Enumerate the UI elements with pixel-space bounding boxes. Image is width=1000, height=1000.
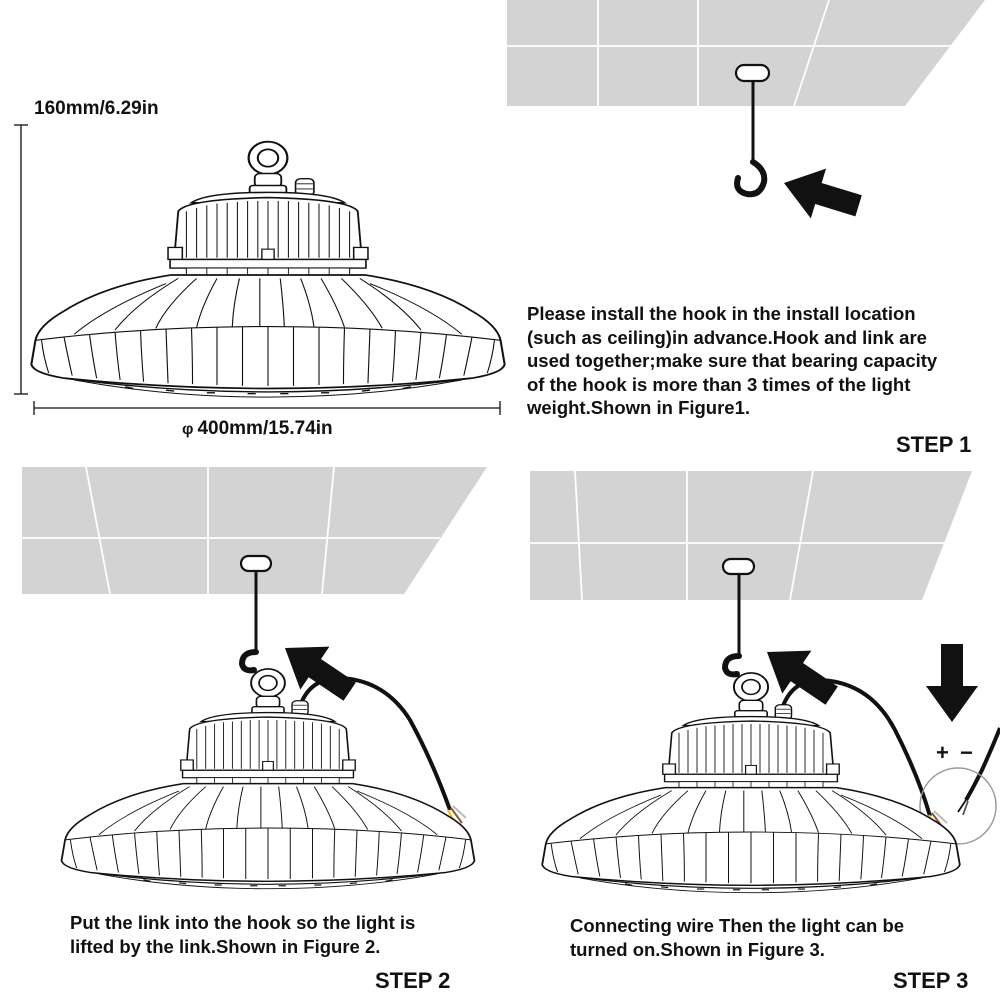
dimension-figure: [14, 124, 506, 415]
step2-label: STEP 2: [375, 968, 451, 993]
step3-figure: [530, 470, 1000, 894]
hook-icon: [734, 81, 768, 198]
step1-label: STEP 1: [896, 432, 972, 457]
arrow-icon: [776, 158, 867, 231]
arrow-icon: [270, 626, 365, 714]
polarity-plus-label: +: [936, 740, 949, 765]
instruction-line: weight.Shown in Figure1.: [527, 397, 751, 418]
light-fixture-dimension: [30, 140, 506, 399]
instruction-line: used together;make sure that bearing cap…: [527, 350, 938, 371]
step1-figure: [507, 0, 985, 231]
light-fixture: [541, 671, 961, 894]
ceiling-mount: [239, 554, 273, 573]
ceiling-panel: [22, 467, 487, 594]
polarity-minus-label: −: [960, 740, 973, 765]
light-fixture: [60, 667, 476, 890]
step3-instructions: Connecting wire Then the light can be tu…: [570, 914, 990, 961]
instruction-line: Connecting wire Then the light can be: [570, 915, 905, 936]
diameter-value: 400mm/15.74in: [197, 418, 333, 439]
step2-figure: [22, 466, 487, 890]
instruction-line: (such as ceiling)in advance.Hook and lin…: [527, 326, 927, 348]
ceiling-mount: [721, 557, 756, 576]
connection-circle: [919, 767, 997, 845]
diameter-symbol: φ: [182, 421, 194, 438]
instruction-line: of the hook is more than 3 times of the …: [527, 373, 911, 395]
instruction-line: turned on.Shown in Figure 3.: [570, 938, 825, 960]
ceiling-mount: [734, 63, 771, 83]
instruction-line: Put the link into the hook so the light …: [70, 912, 416, 933]
arrow-icon: [752, 630, 847, 718]
instruction-line: lifted by the link.Shown in Figure 2.: [70, 935, 381, 957]
arrow-down-icon: [926, 644, 978, 722]
step2-instructions: Put the link into the hook so the light …: [70, 911, 490, 958]
step3-label: STEP 3: [893, 968, 969, 993]
ceiling-panel: [530, 471, 972, 600]
ceiling-panel: [507, 0, 985, 106]
height-dimension-label: 160mm/6.29in: [34, 98, 159, 119]
step1-instructions: Please install the hook in the install l…: [527, 302, 997, 420]
instruction-line: Please install the hook in the install l…: [527, 303, 916, 324]
